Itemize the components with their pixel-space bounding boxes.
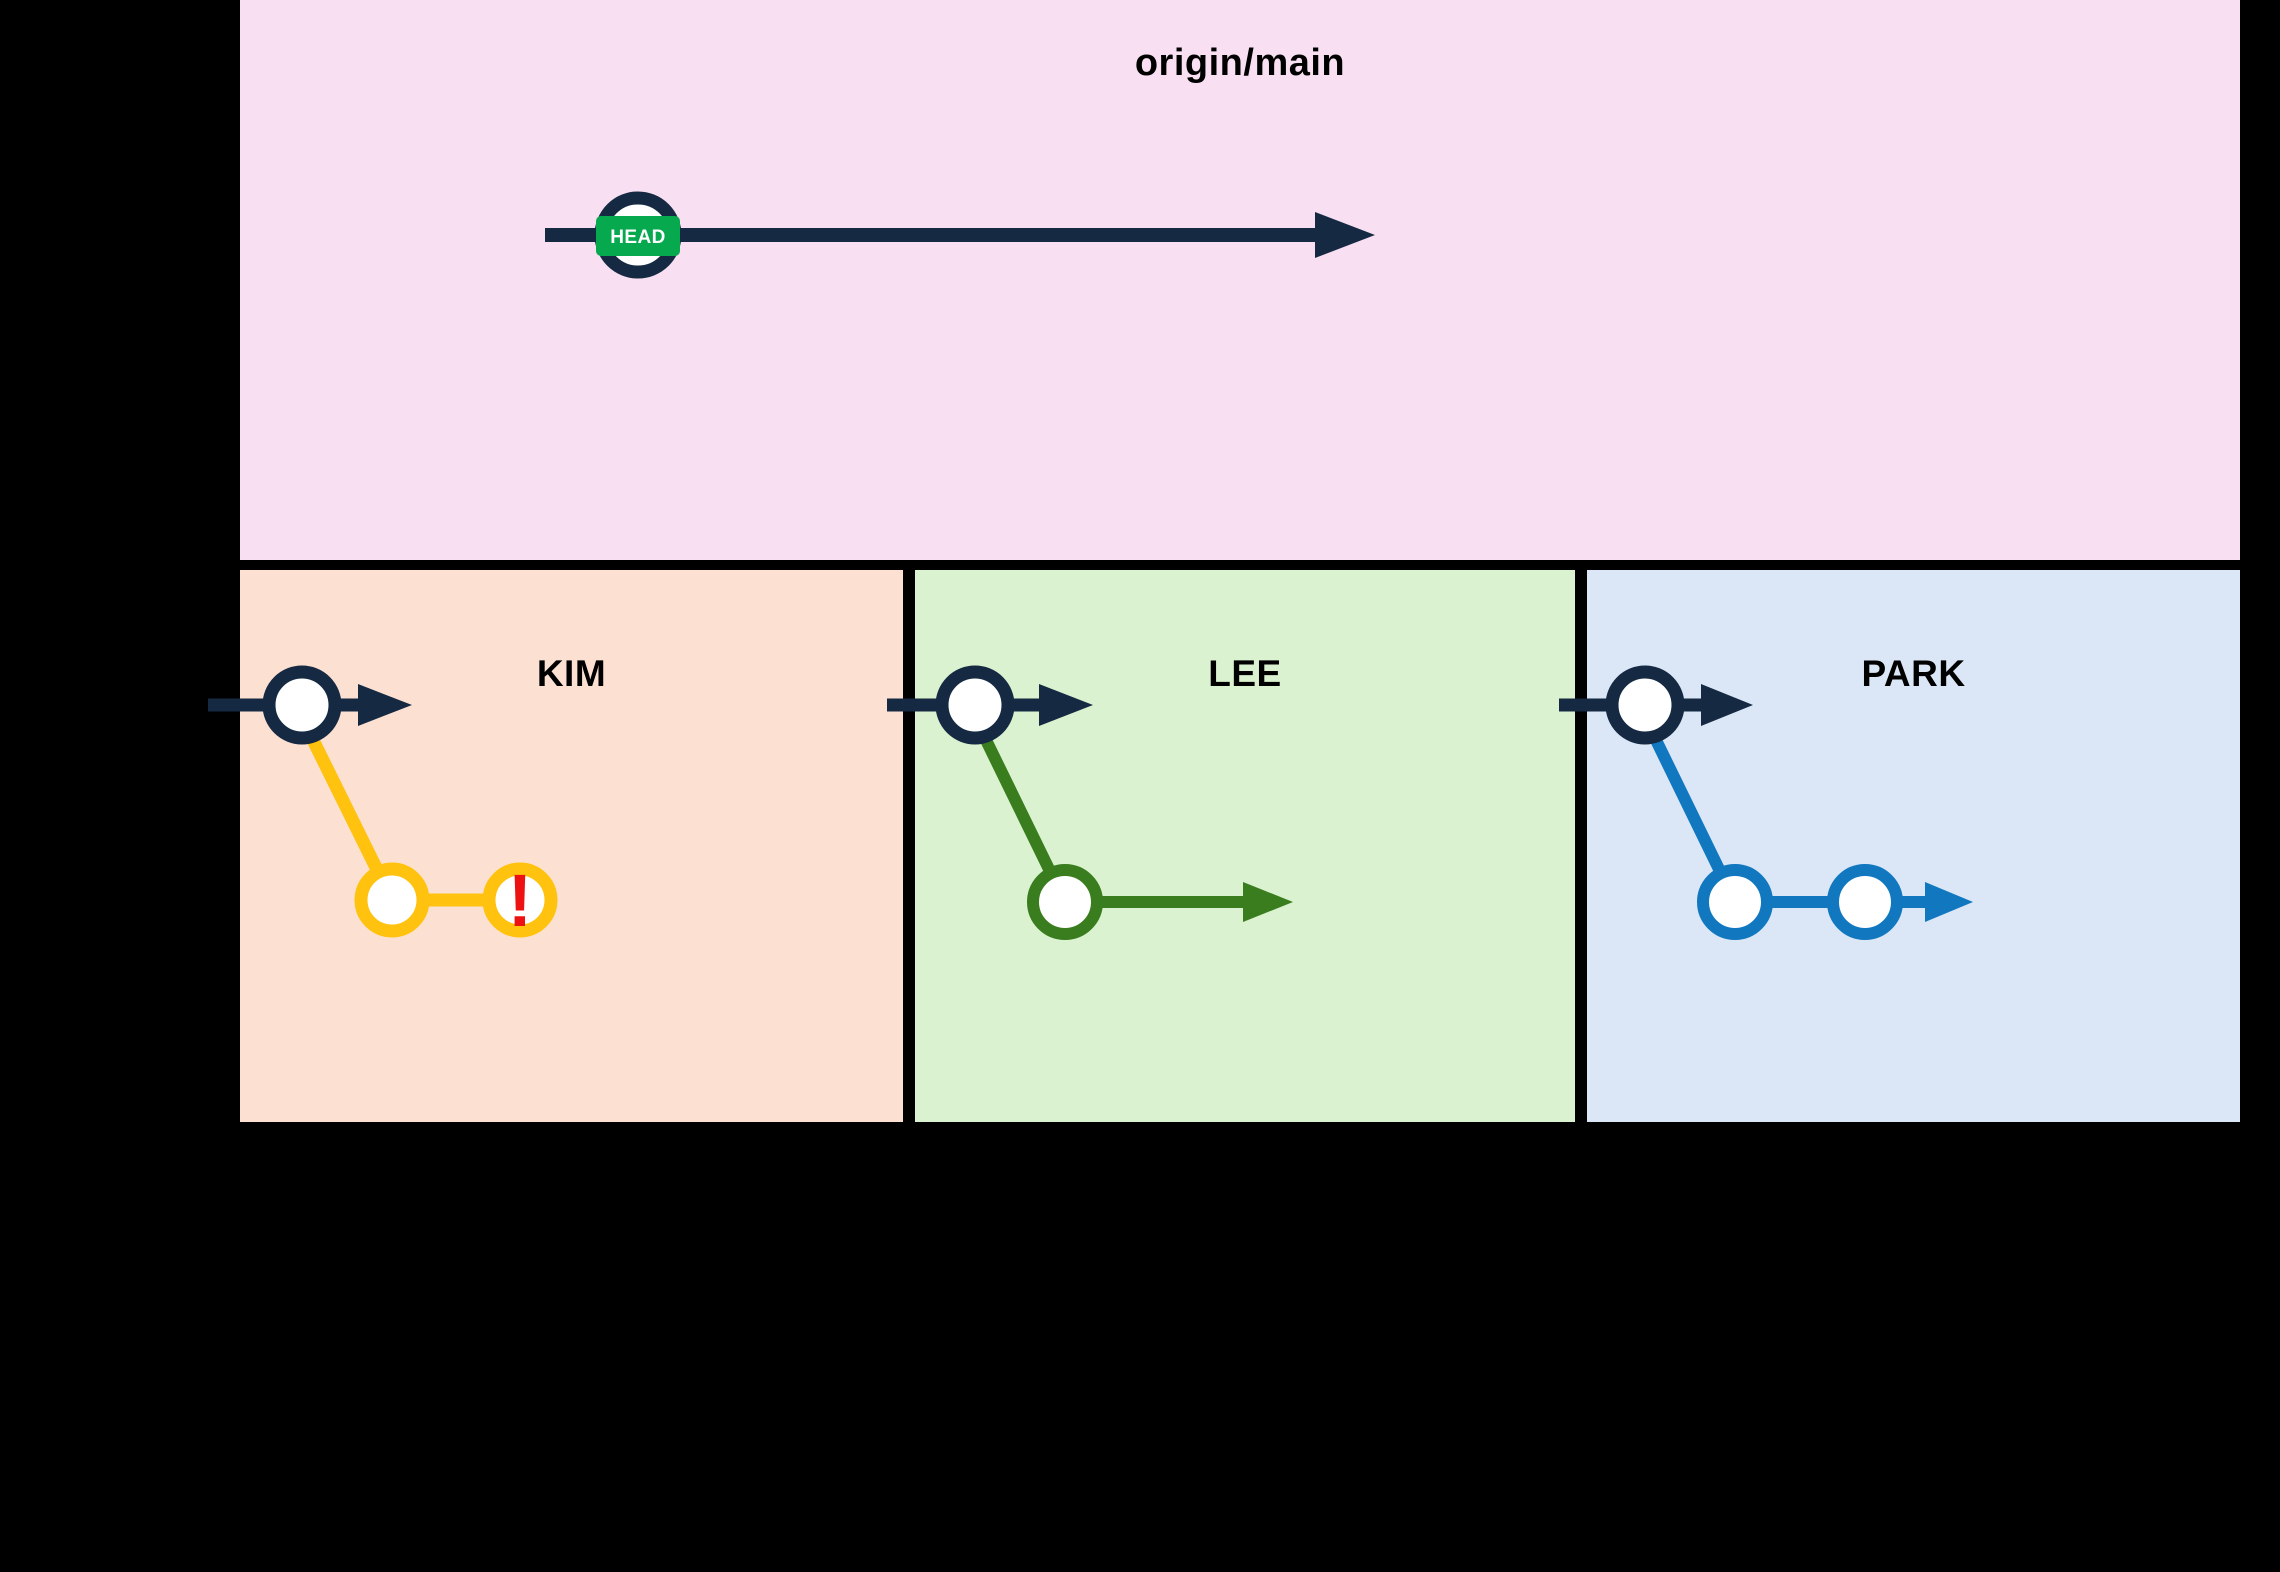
park-branch-commit-node-2[interactable] [1827,864,1903,940]
park-branch-arrowhead [1925,882,1973,922]
park-main-arrowhead [1701,684,1753,726]
kim-base-commit-node[interactable] [262,665,342,745]
park-graph [1559,665,1973,940]
developer-label-lee: LEE [1208,653,1282,694]
kim-graph: ! [208,665,558,942]
developer-panel-park: PARK [1559,570,2240,1122]
lee-branch-commit-node[interactable] [1027,864,1103,940]
main-branch-arrowhead [1315,212,1375,258]
head-badge-label: HEAD [610,227,665,248]
kim-conflict-node[interactable] [482,862,558,938]
kim-branch-commit-node[interactable] [354,862,430,938]
lee-graph [887,665,1293,940]
remote-branch-label: origin/main [1134,42,1346,84]
remote-graph: HEAD [545,191,1375,279]
developer-label-kim: KIM [536,653,607,694]
head-badge[interactable] [596,216,680,256]
lee-main-arrowhead [1039,684,1093,726]
remote-repo-panel: origin/main HEAD [240,0,2240,560]
lee-base-commit-node[interactable] [935,665,1015,745]
kim-conflict-marker: ! [508,859,533,942]
lee-branch-arrowhead [1243,882,1293,922]
kim-main-arrowhead [358,684,412,726]
developer-panel-kim: KIM ! [208,570,903,1122]
park-branch-commit-node-1[interactable] [1697,864,1773,940]
park-base-commit-node[interactable] [1605,665,1685,745]
developer-panel-lee: LEE [887,570,1575,1122]
developer-label-park: PARK [1861,653,1966,694]
